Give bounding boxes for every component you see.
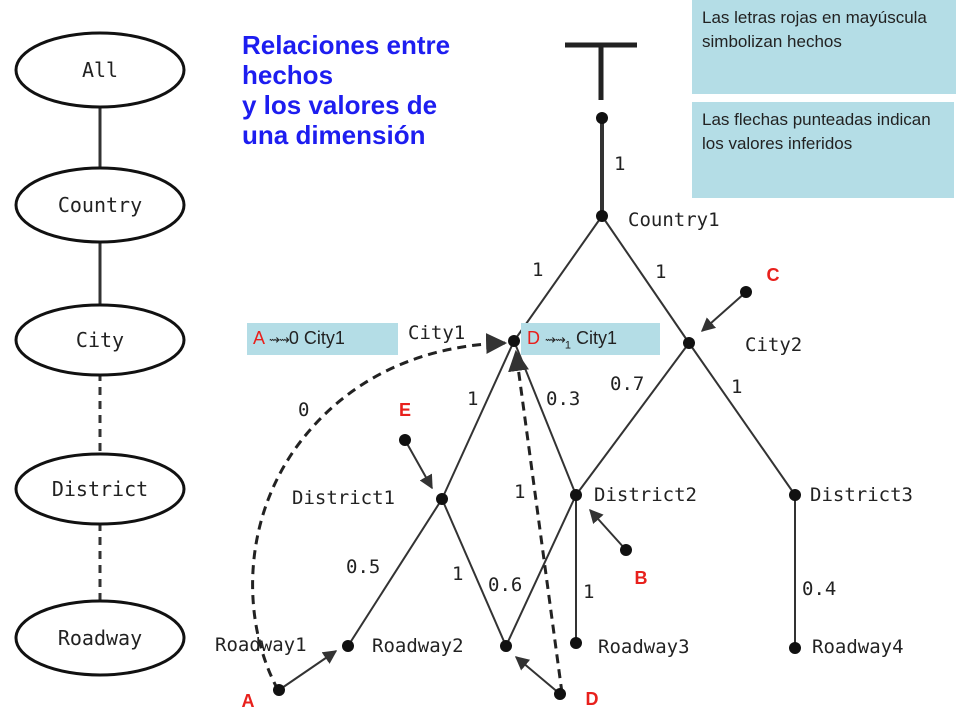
node-dot-roadway2: [500, 640, 512, 652]
inferred-arrow-a-city1: [251, 333, 508, 691]
title-line-1: Relaciones entre: [242, 30, 451, 60]
weight-top-country1: 1: [614, 153, 625, 175]
weight-inferred-d-city1: 1: [514, 481, 525, 503]
fact-arrow-e: [404, 439, 433, 490]
level-roadway: [14, 599, 186, 677]
title-line-3: y los valores de: [242, 90, 438, 120]
inferred-box-d: D ⇝⇝1 City1: [521, 323, 660, 355]
node-label-city2: City2: [745, 334, 802, 356]
inferred-arrow-d-city1: [508, 349, 564, 694]
fact-label-b: B: [626, 563, 656, 593]
node-label-roadway1: Roadway1: [215, 634, 307, 656]
inferred-d-target: City1: [575, 328, 617, 348]
edge-district2-roadway2: [505, 494, 577, 647]
node-label-district1: District1: [292, 487, 395, 509]
fact-dot-b: [620, 544, 632, 556]
fact-label-c: C: [758, 260, 788, 290]
fact-arrows: [278, 291, 747, 695]
fact-arrow-b: [589, 508, 627, 551]
inferred-box-a: A ⇝⇝0 City1: [247, 323, 398, 355]
level-city: [14, 303, 186, 377]
node-dots: [273, 112, 801, 700]
fact-label-e: E: [390, 395, 420, 425]
edge-country1-city2: [601, 215, 690, 344]
level-all: [14, 31, 186, 109]
node-dot-district1: [436, 493, 448, 505]
fact-dot-e: [399, 434, 411, 446]
inferred-a-degree: 0: [288, 328, 299, 348]
level-country: [14, 166, 186, 244]
edge-country1-city1: [513, 215, 603, 342]
inferred-edges: [251, 333, 564, 694]
node-label-district3: District3: [810, 484, 913, 506]
inferred-a-arrow: ⇝⇝: [269, 332, 290, 347]
node-dot-city1: [508, 335, 520, 347]
node-dot-top: [596, 112, 608, 124]
node-dot-district3: [789, 489, 801, 501]
weight-country1-city2: 1: [655, 261, 666, 283]
fact-dot-c: [740, 286, 752, 298]
note-dotted: Las flechas punteadas indican los valore…: [692, 102, 954, 198]
node-label-country1: Country1: [628, 209, 720, 231]
weight-district2-roadway2: 0.6: [488, 574, 522, 596]
edge-city1-district2: [513, 340, 577, 496]
edge-district1-roadway2: [441, 498, 507, 647]
node-label-city1: City1: [408, 322, 465, 344]
node-dot-district2: [570, 489, 582, 501]
level-label-roadway: Roadway: [58, 626, 142, 650]
weight-district3-roadway4: 0.4: [802, 578, 836, 600]
level-label-district: District: [52, 477, 148, 501]
node-dot-roadway3: [570, 637, 582, 649]
inferred-a-fact: A: [253, 328, 265, 348]
fact-dot-a: [273, 684, 285, 696]
level-label-all: All: [82, 58, 118, 82]
inferred-d-fact: D: [527, 328, 540, 348]
fact-arrow-a: [278, 650, 338, 691]
level-district: [14, 452, 186, 526]
edge-district1-roadway1: [347, 498, 443, 647]
weight-city1-district2: 0.3: [546, 388, 580, 410]
edge-city2-district2: [575, 342, 690, 496]
top-symbol: [565, 42, 637, 100]
weight-district1-roadway2: 1: [452, 563, 463, 585]
level-label-country: Country: [58, 193, 142, 217]
diagram-title: Relaciones entre hechos y los valores de…: [242, 30, 542, 150]
fact-arrow-d: [514, 656, 561, 695]
inferred-a-target: City1: [303, 328, 345, 348]
inferred-d-arrow: ⇝⇝: [545, 332, 566, 347]
title-line-4: una dimensión: [242, 120, 426, 150]
node-label-roadway4: Roadway4: [812, 636, 904, 658]
edge-city2-district3: [688, 342, 796, 496]
weight-city1-district1: 1: [467, 388, 478, 410]
fact-label-d: D: [577, 684, 607, 714]
instance-edges: [347, 118, 796, 648]
node-dot-roadway4: [789, 642, 801, 654]
inferred-d-degree: 1: [564, 339, 571, 352]
hierarchy-schema: All Country City District Roadway: [14, 31, 186, 677]
weight-city2-district3: 1: [731, 376, 742, 398]
node-dot-city2: [683, 337, 695, 349]
fact-label-a: A: [233, 686, 263, 716]
fact-arrow-c: [700, 291, 747, 332]
node-label-roadway3: Roadway3: [598, 636, 690, 658]
edge-city1-district1: [441, 340, 515, 500]
node-label-district2: District2: [594, 484, 697, 506]
fact-dot-d: [554, 688, 566, 700]
weight-city2-district2: 0.7: [610, 373, 644, 395]
title-line-2: hechos: [242, 60, 334, 90]
node-label-roadway2: Roadway2: [372, 635, 464, 657]
node-dot-country1: [596, 210, 608, 222]
note-facts: Las letras rojas en mayúscula simbolizan…: [692, 0, 956, 94]
node-dot-roadway1: [342, 640, 354, 652]
level-label-city: City: [76, 328, 124, 352]
weight-district2-roadway3: 1: [583, 581, 594, 603]
weight-district1-roadway1: 0.5: [346, 556, 380, 578]
weight-inferred-a-city1: 0: [298, 399, 309, 421]
weight-country1-city1: 1: [532, 259, 543, 281]
